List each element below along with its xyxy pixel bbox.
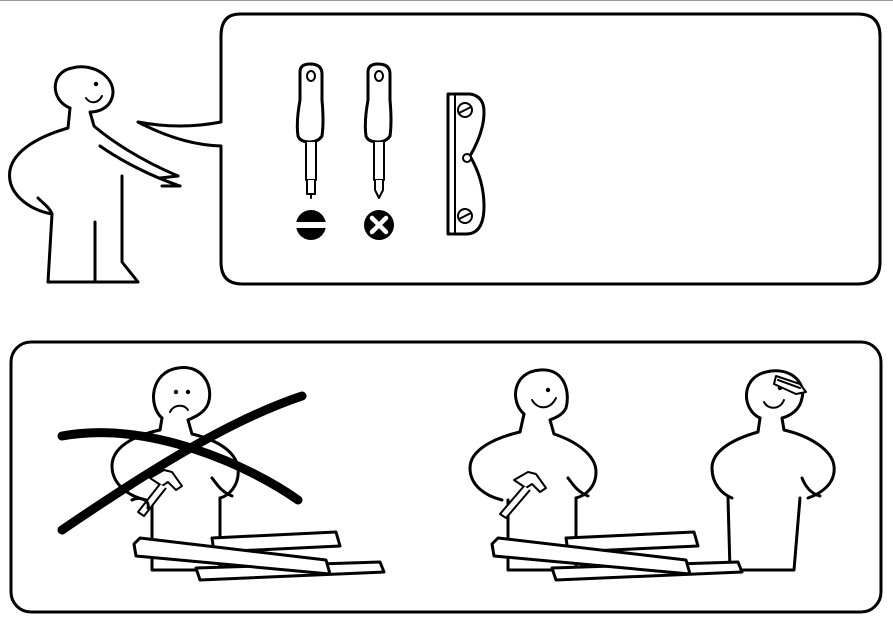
speech-bubble-icon: [136, 12, 882, 286]
wood-boards-icon: [132, 530, 386, 582]
hammer-icon: [499, 471, 547, 519]
top-divider: [0, 0, 893, 4]
wood-boards-icon: [490, 530, 744, 582]
happy-person-icon: [468, 368, 598, 572]
hammer-icon: [130, 469, 183, 517]
flathead-screw-symbol-icon: [294, 210, 328, 240]
assembly-advice-panel: [9, 340, 883, 614]
tools-panel: [8, 12, 882, 286]
phillips-screwdriver-icon: [363, 62, 393, 199]
flathead-screwdriver-icon: [295, 62, 325, 199]
phillips-screw-symbol-icon: [364, 210, 394, 240]
person-pointing-icon: [8, 65, 182, 284]
wall-bracket-icon: [446, 92, 486, 236]
second-helper-person-icon: [710, 369, 836, 572]
pencil-icon: [773, 375, 807, 395]
cross-out-icon: [57, 391, 307, 535]
